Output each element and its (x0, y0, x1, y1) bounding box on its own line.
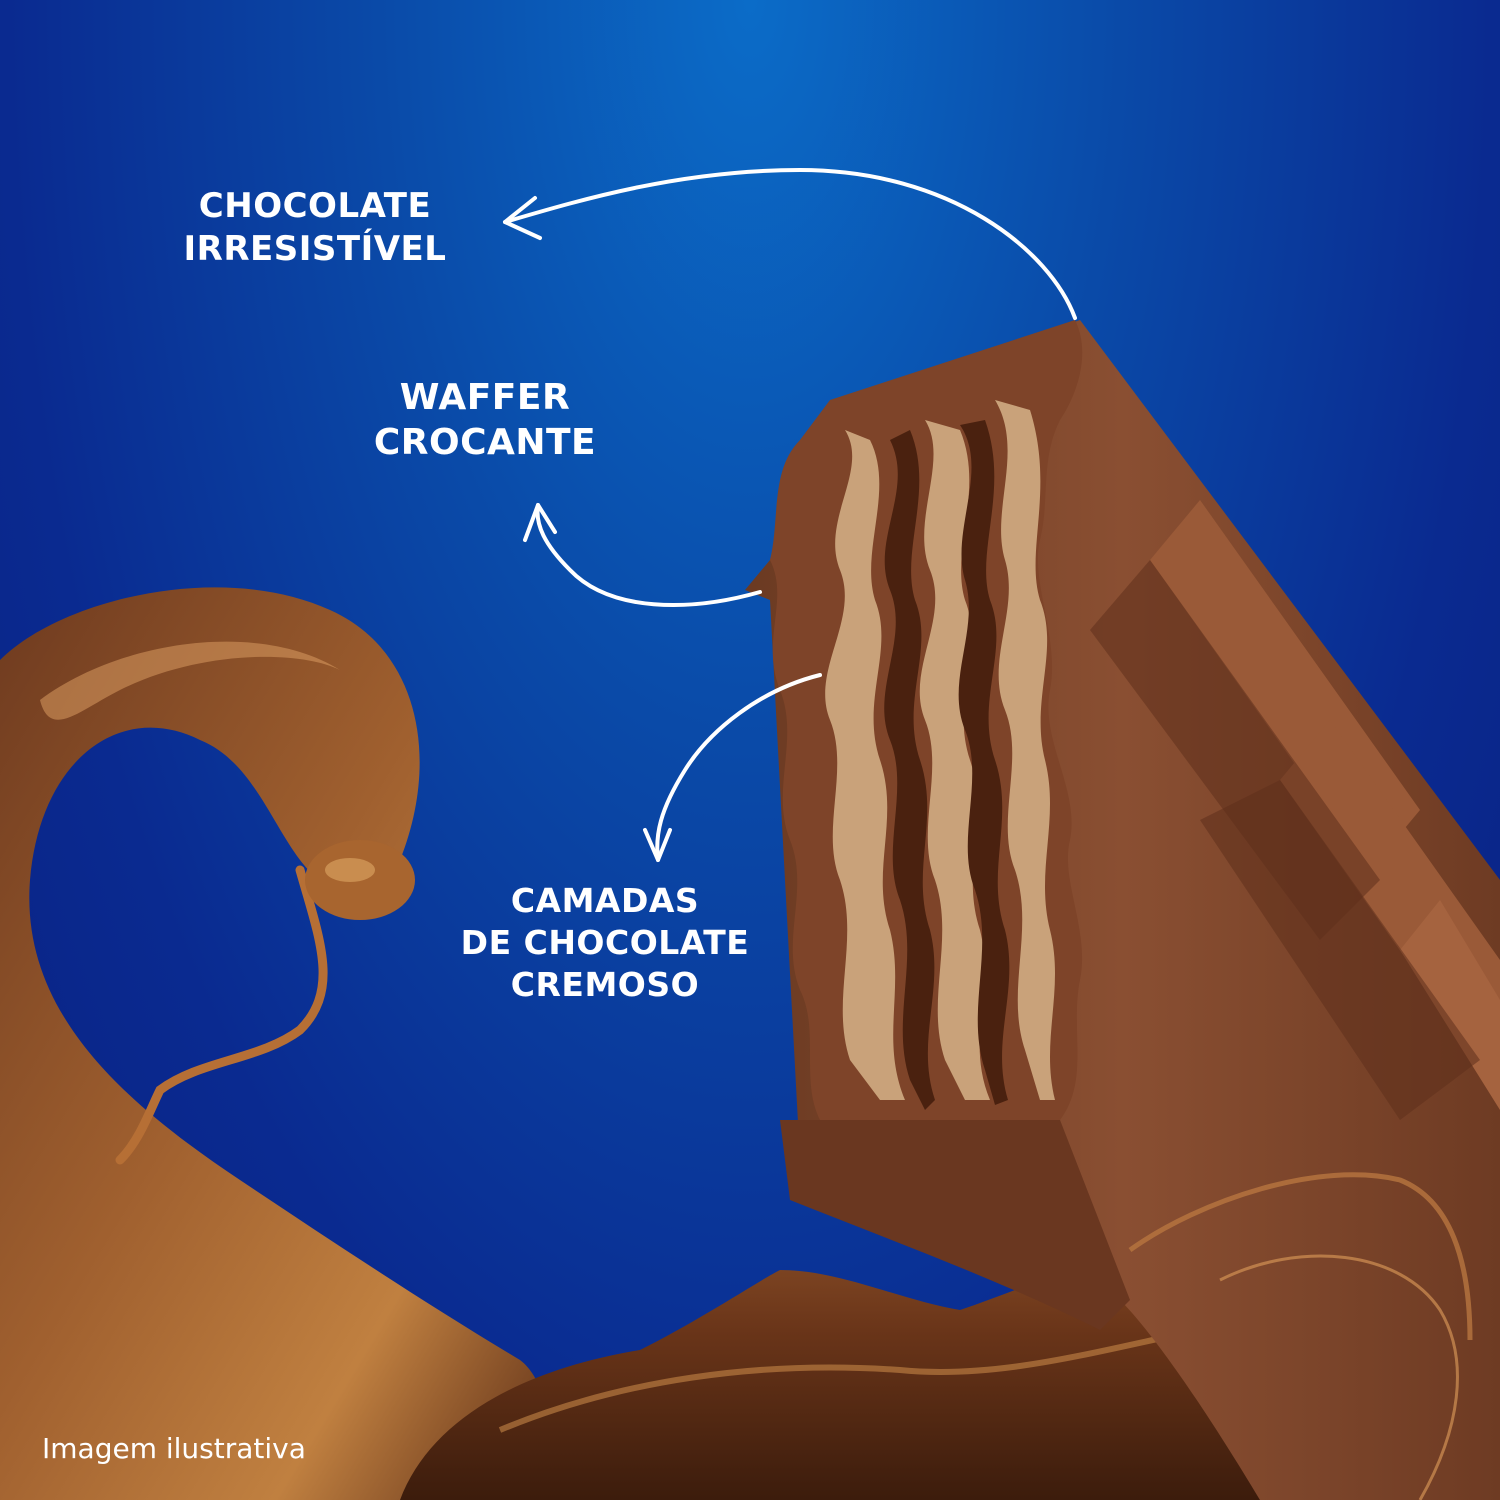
callout-waffer-crocante: WAFFER CROCANTE (360, 375, 610, 465)
wafer-layer (995, 400, 1055, 1100)
chocolate-swirl (0, 587, 550, 1500)
callout-camadas-cremoso: CAMADAS DE CHOCOLATE CREMOSO (455, 880, 755, 1007)
callout-line: CROCANTE (373, 422, 597, 463)
callout-chocolate-irresistivel: CHOCOLATE IRRESISTÍVEL (175, 185, 455, 270)
callout-line: CHOCOLATE (198, 186, 432, 226)
arrow-to-chocolate (503, 167, 1077, 320)
callout-line: CAMADAS (510, 881, 700, 920)
cream-filling (958, 420, 1010, 1105)
callout-line: IRRESISTÍVEL (183, 228, 447, 269)
disclaimer-text: Imagem ilustrativa (42, 1432, 306, 1465)
wafer-layer (825, 430, 905, 1100)
wafer-layer (919, 420, 990, 1100)
callout-line: WAFFER (399, 377, 571, 418)
swirl-drip (115, 865, 328, 1165)
chocolate-drip (1128, 1172, 1473, 1341)
callout-line: CREMOSO (510, 965, 700, 1005)
callout-line: DE CHOCOLATE (460, 923, 750, 963)
arrow-to-camadas (655, 673, 822, 862)
cream-filling (884, 430, 935, 1110)
arrow-to-waffer (535, 503, 762, 607)
bar-front-face (780, 1120, 1130, 1330)
swirl-highlight (40, 641, 340, 720)
